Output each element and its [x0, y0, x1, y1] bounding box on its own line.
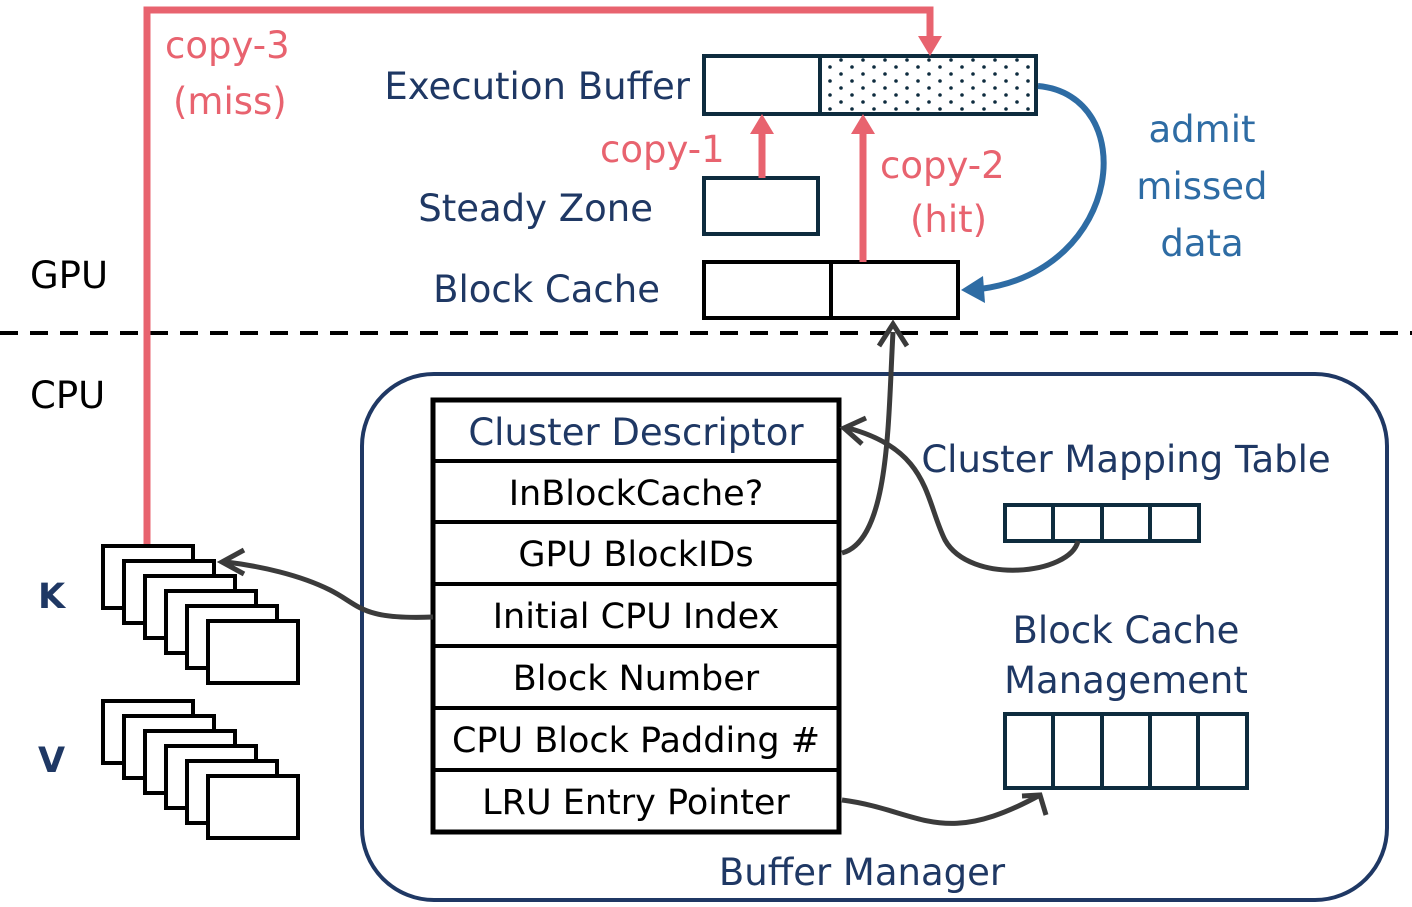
k-block-stack [101, 544, 300, 685]
copy1-arrow [750, 114, 774, 178]
block-cache-label: Block Cache [433, 268, 660, 311]
execution-buffer-label: Execution Buffer [384, 65, 690, 108]
gpu-label: GPU [30, 254, 108, 297]
admit-label-3: data [1160, 222, 1243, 265]
gpu-blockids-arrow [841, 319, 910, 556]
v-label: V [38, 741, 65, 781]
buffer-manager-container [360, 372, 1389, 902]
initial-cpu-index-arrow [216, 547, 434, 620]
block-cache-management [1003, 712, 1249, 790]
table-row: LRU Entry Pointer [482, 783, 790, 823]
buffer-manager-label: Buffer Manager [719, 851, 1006, 894]
block-cache-mgmt-label-1: Block Cache [1013, 609, 1240, 652]
admit-label-1: admit [1149, 108, 1256, 151]
copy2-hit-label: (hit) [910, 198, 987, 241]
steady-zone-label: Steady Zone [418, 187, 653, 230]
table-row: GPU BlockIDs [518, 535, 753, 575]
table-row: CPU Block Padding # [452, 721, 820, 761]
v-block-stack [101, 699, 300, 840]
copy3-arrow [143, 6, 942, 545]
execution-buffer [702, 54, 1038, 116]
table-row: InBlockCache? [509, 474, 764, 514]
admit-arrow [961, 83, 1107, 303]
steady-zone [702, 176, 820, 236]
copy2-label: copy-2 [880, 144, 1005, 187]
cluster-descriptor-table: Cluster Descriptor InBlockCache? GPU Blo… [430, 397, 842, 835]
cpu-label: CPU [30, 374, 105, 417]
copy3-miss-label: (miss) [173, 80, 287, 123]
table-row: Initial CPU Index [493, 597, 780, 637]
table-header: Cluster Descriptor [468, 411, 804, 454]
mapping-to-descriptor-arrow [839, 415, 1081, 573]
cluster-mapping-table [1003, 503, 1201, 543]
k-label: K [38, 577, 67, 617]
copy1-label: copy-1 [600, 128, 725, 171]
lru-entry-arrow [841, 792, 1049, 826]
copy3-label: copy-3 [165, 24, 290, 67]
block-cache [702, 260, 960, 320]
table-row: Block Number [513, 659, 760, 699]
copy2-arrow [851, 114, 875, 262]
block-cache-mgmt-label-2: Management [1004, 659, 1248, 702]
cluster-mapping-table-label: Cluster Mapping Table [921, 438, 1330, 481]
admit-label-2: missed [1136, 165, 1267, 208]
